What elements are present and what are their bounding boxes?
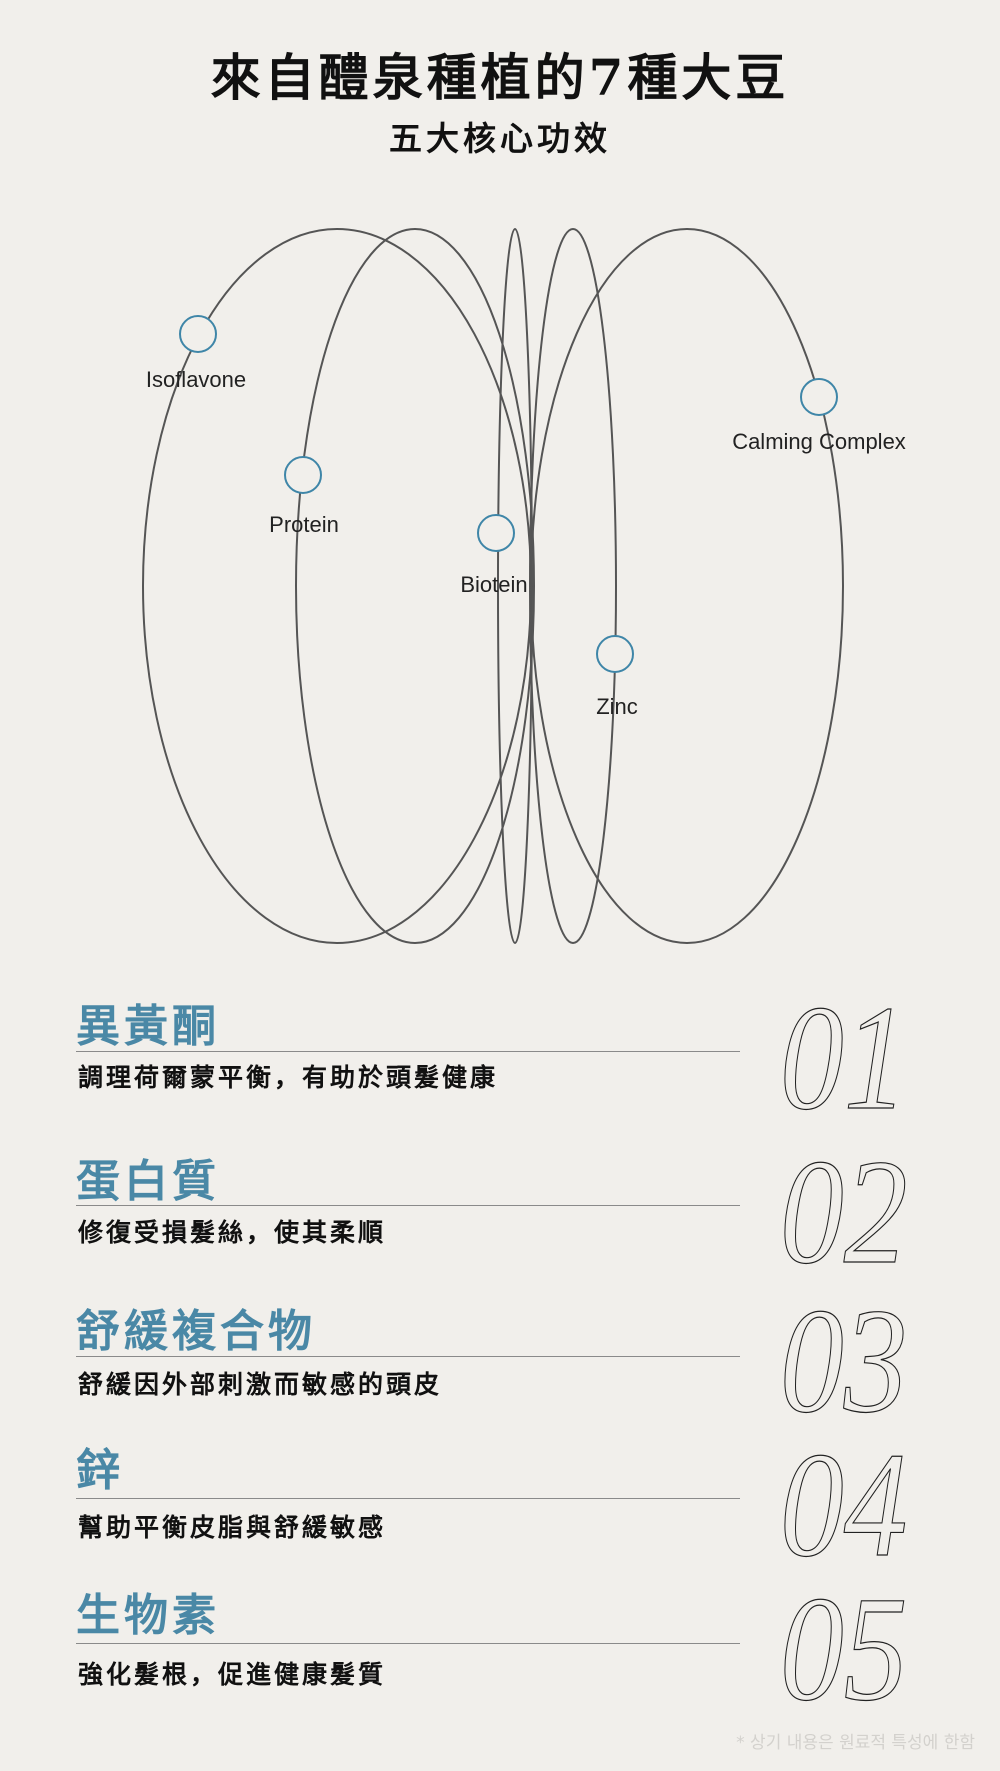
label-protein: Protein	[269, 512, 339, 537]
label-zinc: Zinc	[596, 694, 638, 719]
benefit-desc: 舒緩因外部刺激而敏感的頭皮	[78, 1370, 443, 1399]
benefit-desc: 調理荷爾蒙平衡，有助於頭髮健康	[78, 1063, 499, 1092]
ingredient-diagram: Isoflavone Protein Biotein Zinc Calming …	[142, 228, 906, 944]
benefit-title: 生物素	[76, 1590, 220, 1641]
svg-text:01: 01	[780, 990, 907, 1120]
marker-calming-complex	[800, 378, 838, 416]
label-isoflavone: Isoflavone	[146, 367, 246, 392]
divider	[76, 1205, 740, 1206]
marker-protein	[284, 456, 322, 494]
divider	[76, 1051, 740, 1052]
svg-text:03: 03	[780, 1293, 907, 1423]
divider	[76, 1356, 740, 1357]
benefit-desc: 強化髮根，促進健康髮質	[78, 1660, 387, 1689]
benefit-desc: 幫助平衡皮脂與舒緩敏感	[78, 1513, 387, 1542]
svg-text:05: 05	[780, 1581, 907, 1711]
benefit-title: 舒緩複合物	[76, 1306, 316, 1357]
orbit-ellipse	[529, 228, 617, 944]
page-title: 來自醴泉種植的7種大豆	[210, 48, 790, 107]
benefit-number: 03	[780, 1293, 908, 1423]
footnote: * 상기 내용은 원료적 특성에 한함	[736, 1733, 975, 1753]
benefit-title: 鋅	[76, 1445, 124, 1496]
orbit-ellipse	[295, 228, 535, 944]
label-calming-complex: Calming Complex	[732, 429, 906, 454]
label-biotein: Biotein	[460, 572, 527, 597]
divider	[76, 1498, 740, 1499]
marker-zinc	[596, 635, 634, 673]
marker-biotein	[477, 514, 515, 552]
benefit-number: 02	[780, 1144, 908, 1274]
benefit-title: 蛋白質	[76, 1156, 220, 1207]
orbit-ellipse	[530, 228, 844, 944]
marker-isoflavone	[179, 315, 217, 353]
page-subtitle: 五大核心功效	[389, 119, 611, 158]
benefit-number: 01	[780, 990, 908, 1120]
benefit-number: 04	[780, 1437, 908, 1567]
benefit-title: 異黃酮	[76, 1001, 220, 1052]
svg-text:04: 04	[780, 1437, 907, 1567]
benefit-number: 05	[780, 1581, 908, 1711]
divider	[76, 1643, 740, 1644]
benefit-desc: 修復受損髮絲，使其柔順	[78, 1218, 387, 1247]
svg-text:02: 02	[780, 1144, 907, 1274]
